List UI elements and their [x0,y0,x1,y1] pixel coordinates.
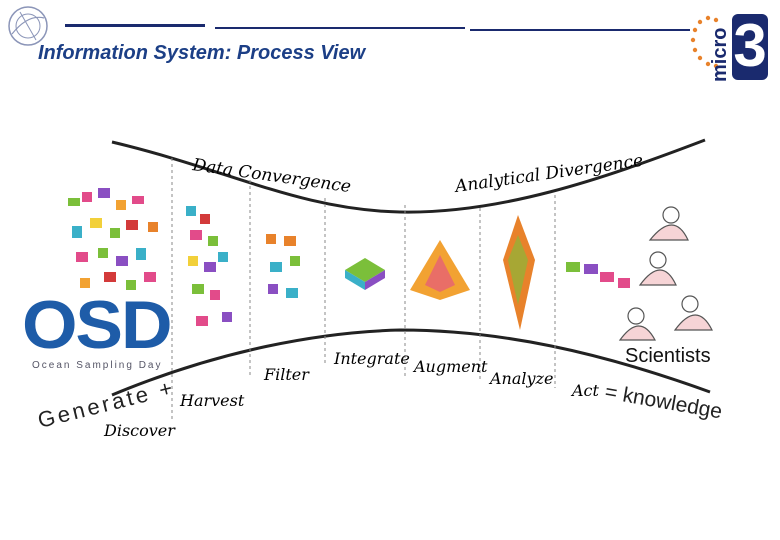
brand-text: micro [709,28,731,82]
scientist-figures [618,206,713,341]
header-rule-left [65,24,205,27]
eu-stars-icon [690,15,719,69]
data-blocks-discover [68,188,158,290]
label-data-convergence: Data Convergence [190,155,352,197]
label-act: Act [570,381,600,400]
page-title: Information System: Process View [38,42,366,64]
scientists-label: Scientists [625,345,711,367]
data-blocks-analyze [503,215,535,330]
knowledge-text: = knowledge [603,380,724,423]
label-filter: Filter [263,365,310,384]
osd-logo-text: OSD [22,287,173,363]
header-rule-right [470,29,690,31]
data-blocks-augment [410,240,470,300]
label-harvest: Harvest [179,391,245,410]
data-blocks-act [566,262,630,288]
label-augment: Augment [412,357,488,376]
label-integrate: Integrate [333,349,410,368]
label-discover: Discover [103,421,176,440]
label-analytical-divergence: Analytical Divergence [452,151,644,197]
header-rule-mid [215,27,465,29]
funnel-bottom-curve [111,328,711,397]
data-blocks-harvest [186,206,232,326]
osd-logo: OSD [22,290,173,360]
data-blocks-integrate [345,258,385,290]
funnel-top-curve [111,138,706,214]
data-blocks-filter [266,234,300,298]
micro3-logo: 3 micro [690,12,768,82]
institution-seal-icon [8,6,48,46]
osd-tagline: Ocean Sampling Day [32,360,163,371]
label-analyze: Analyze [488,369,553,388]
brand-digit: 3 [733,12,766,79]
